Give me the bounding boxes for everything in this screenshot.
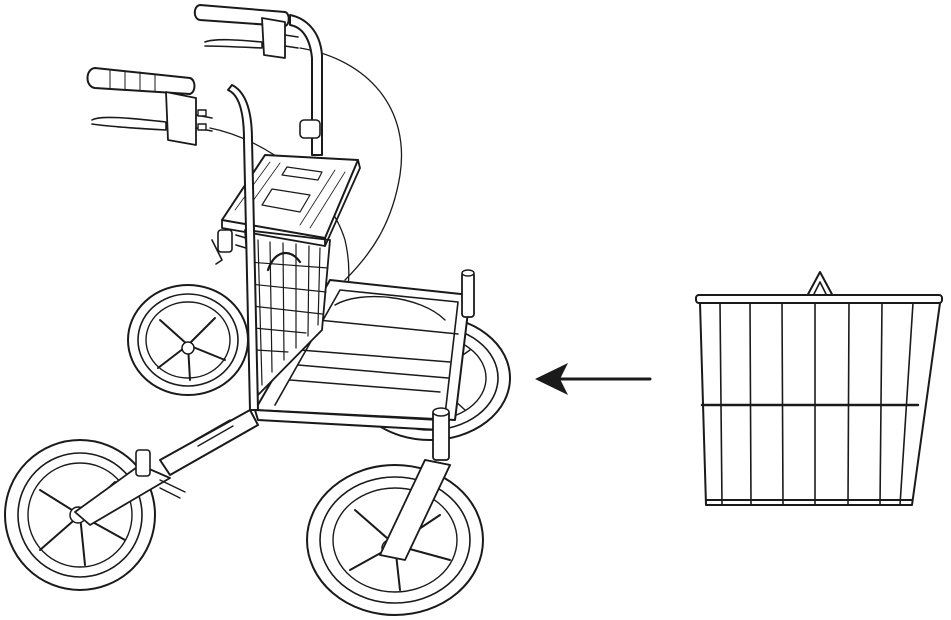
rear-right-post	[461, 269, 475, 318]
front-right-wheel	[306, 459, 484, 616]
front-left-fork	[74, 449, 186, 526]
left-handle-post	[211, 84, 259, 411]
right-handgrip	[193, 4, 299, 59]
seat-cushion	[221, 154, 361, 247]
left-handgrip	[86, 67, 213, 146]
insert-arrow	[535, 363, 652, 395]
right-handle-post	[289, 14, 323, 156]
rear-left-wheel	[127, 284, 249, 396]
wire-basket	[695, 271, 943, 506]
rollator-walker	[4, 4, 511, 616]
basket-wires	[719, 302, 914, 506]
